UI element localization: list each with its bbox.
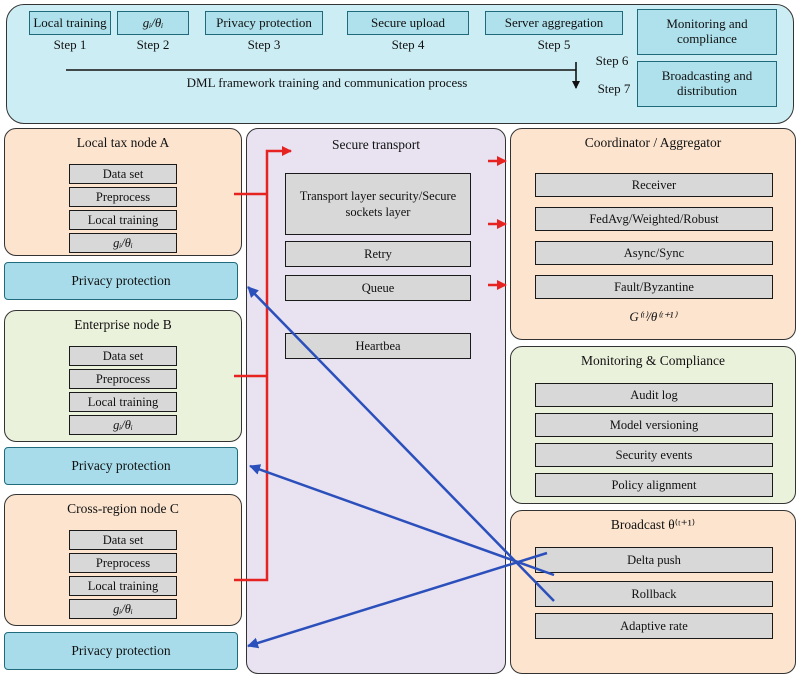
monitoring-panel: Monitoring & Compliance Audit log Model … — [510, 346, 796, 504]
item-model-versioning: Model versioning — [535, 413, 773, 437]
step-2-label: Step 2 — [136, 37, 170, 52]
banner-box-privacy-protection: Privacy protection — [205, 11, 323, 35]
item-adaptive-rate: Adaptive rate — [535, 613, 773, 639]
banner-box-local-training: Local training — [29, 11, 111, 35]
item-queue: Queue — [285, 275, 471, 301]
banner-box-monitoring-compliance: Monitoring and compliance — [637, 9, 777, 55]
item-data-set: Data set — [69, 164, 177, 184]
item-gradients: gᵢ/θᵢ — [69, 415, 177, 435]
item-security-events: Security events — [535, 443, 773, 467]
item-rollback: Rollback — [535, 581, 773, 607]
item-delta-push: Delta push — [535, 547, 773, 573]
item-retry: Retry — [285, 241, 471, 267]
node-b-title: Enterprise node B — [74, 317, 172, 332]
item-local-training: Local training — [69, 576, 177, 596]
coordinator-output-label: G⁽ᵗ⁾/θ⁽ᵗ⁺¹⁾ — [629, 309, 677, 324]
secure-transport-title: Secure transport — [331, 137, 421, 152]
monitoring-title: Monitoring & Compliance — [581, 353, 725, 368]
privacy-protection-box-b: Privacy protection — [4, 447, 238, 485]
item-gradients: gᵢ/θᵢ — [69, 233, 177, 253]
item-fault-byzantine: Fault/Byzantine — [535, 275, 773, 299]
item-fedavg: FedAvg/Weighted/Robust — [535, 207, 773, 231]
coordinator-panel: Coordinator / Aggregator Receiver FedAvg… — [510, 128, 796, 340]
node-c-title: Cross-region node C — [67, 501, 179, 516]
item-preprocess: Preprocess — [69, 369, 177, 389]
step-7-label: Step 7 — [597, 81, 631, 96]
item-heartbeat: Heartbea — [285, 333, 471, 359]
step-5-label: Step 5 — [537, 37, 571, 52]
step-6-label: Step 6 — [595, 53, 629, 68]
banner-box-secure-upload: Secure upload — [347, 11, 469, 35]
item-gradients: gᵢ/θᵢ — [69, 599, 177, 619]
node-c-panel: Cross-region node C Data set Preprocess … — [4, 494, 242, 626]
step-4-label: Step 4 — [391, 37, 425, 52]
coordinator-title: Coordinator / Aggregator — [584, 135, 722, 150]
node-a-title: Local tax node A — [76, 135, 170, 150]
item-tls-ssl: Transport layer security/Secure sockets … — [285, 173, 471, 235]
banner-box-server-aggregation: Server aggregation — [485, 11, 623, 35]
item-policy-alignment: Policy alignment — [535, 473, 773, 497]
item-data-set: Data set — [69, 530, 177, 550]
banner-box-gradients: gᵢ/θᵢ — [117, 11, 189, 35]
item-receiver: Receiver — [535, 173, 773, 197]
item-local-training: Local training — [69, 210, 177, 230]
item-preprocess: Preprocess — [69, 553, 177, 573]
item-audit-log: Audit log — [535, 383, 773, 407]
broadcast-title: Broadcast θ⁽ᵗ⁺¹⁾ — [610, 517, 696, 532]
item-data-set: Data set — [69, 346, 177, 366]
banner-arrow-label: DML framework training and communication… — [186, 75, 468, 90]
process-banner: Local training gᵢ/θᵢ Privacy protection … — [6, 4, 794, 124]
item-local-training: Local training — [69, 392, 177, 412]
node-a-panel: Local tax node A Data set Preprocess Loc… — [4, 128, 242, 256]
item-async-sync: Async/Sync — [535, 241, 773, 265]
step-1-label: Step 1 — [53, 37, 87, 52]
secure-transport-panel: Secure transport Transport layer securit… — [246, 128, 506, 674]
privacy-protection-box-c: Privacy protection — [4, 632, 238, 670]
banner-box-broadcasting-distribution: Broadcasting and distribution — [637, 61, 777, 107]
privacy-protection-box-a: Privacy protection — [4, 262, 238, 300]
broadcast-panel: Broadcast θ⁽ᵗ⁺¹⁾ Delta push Rollback Ada… — [510, 510, 796, 674]
node-b-panel: Enterprise node B Data set Preprocess Lo… — [4, 310, 242, 442]
step-3-label: Step 3 — [247, 37, 281, 52]
item-preprocess: Preprocess — [69, 187, 177, 207]
